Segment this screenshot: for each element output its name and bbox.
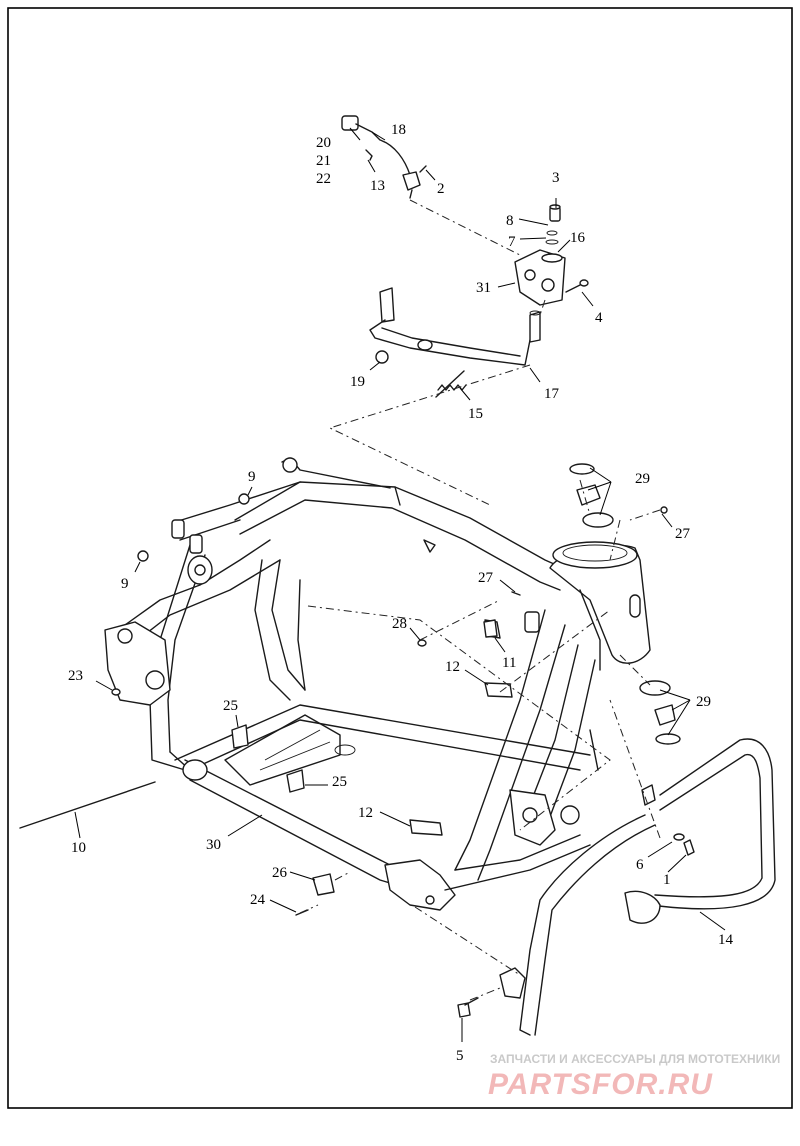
callout-29a: 29 [635, 471, 650, 487]
callout-13: 13 [370, 178, 385, 194]
sensor-harness [341, 115, 427, 199]
callout-28: 28 [392, 616, 407, 632]
callout-23: 23 [68, 668, 83, 684]
callout-30: 30 [206, 837, 221, 853]
callout-9b: 9 [121, 576, 129, 592]
callout-26: 26 [272, 865, 288, 881]
callout-27a: 27 [675, 526, 691, 542]
jiffy-stand-assembly [369, 204, 589, 398]
callout-29b: 29 [696, 694, 711, 710]
callout-18: 18 [391, 122, 406, 138]
callout-14: 14 [718, 932, 734, 948]
callout-25a: 25 [223, 698, 238, 714]
small-parts [19, 463, 695, 1018]
callout-15: 15 [468, 406, 483, 422]
watermark: ЗАПЧАСТИ И АКСЕССУАРЫ ДЛЯ МОТОТЕХНИКИ PA… [488, 1052, 780, 1101]
callout-25b: 25 [332, 774, 347, 790]
callout-11: 11 [502, 655, 516, 671]
frame-assembly [104, 457, 651, 911]
leader-lines [74, 127, 726, 1042]
callout-12b: 12 [358, 805, 373, 821]
callout-16: 16 [570, 230, 586, 246]
engine-guard [499, 738, 776, 1036]
callout-20: 20 [316, 135, 331, 151]
callout-6: 6 [636, 857, 644, 873]
callout-labels: 1 2 3 4 5 6 7 8 9 9 10 11 12 12 13 14 15… [68, 122, 734, 1064]
callout-27b: 27 [478, 570, 494, 586]
callout-10: 10 [71, 840, 86, 856]
callout-31: 31 [476, 280, 491, 296]
callout-9a: 9 [248, 469, 256, 485]
watermark-tagline: ЗАПЧАСТИ И АКСЕССУАРЫ ДЛЯ МОТОТЕХНИКИ [490, 1052, 780, 1066]
callout-21: 21 [316, 153, 331, 169]
centerlines [299, 199, 661, 1001]
callout-12a: 12 [445, 659, 460, 675]
callout-1: 1 [663, 872, 671, 888]
callout-19: 19 [350, 374, 365, 390]
callout-22: 22 [316, 171, 331, 187]
callout-8: 8 [506, 213, 514, 229]
callout-5: 5 [456, 1048, 464, 1064]
watermark-logo: PARTSFOR.RU [488, 1068, 713, 1101]
callout-2: 2 [437, 181, 445, 197]
callout-17: 17 [544, 386, 560, 402]
callout-24: 24 [250, 892, 266, 908]
callout-3: 3 [552, 170, 560, 186]
callout-7: 7 [508, 234, 516, 250]
callout-4: 4 [595, 310, 603, 326]
diagram-border [7, 7, 793, 1109]
